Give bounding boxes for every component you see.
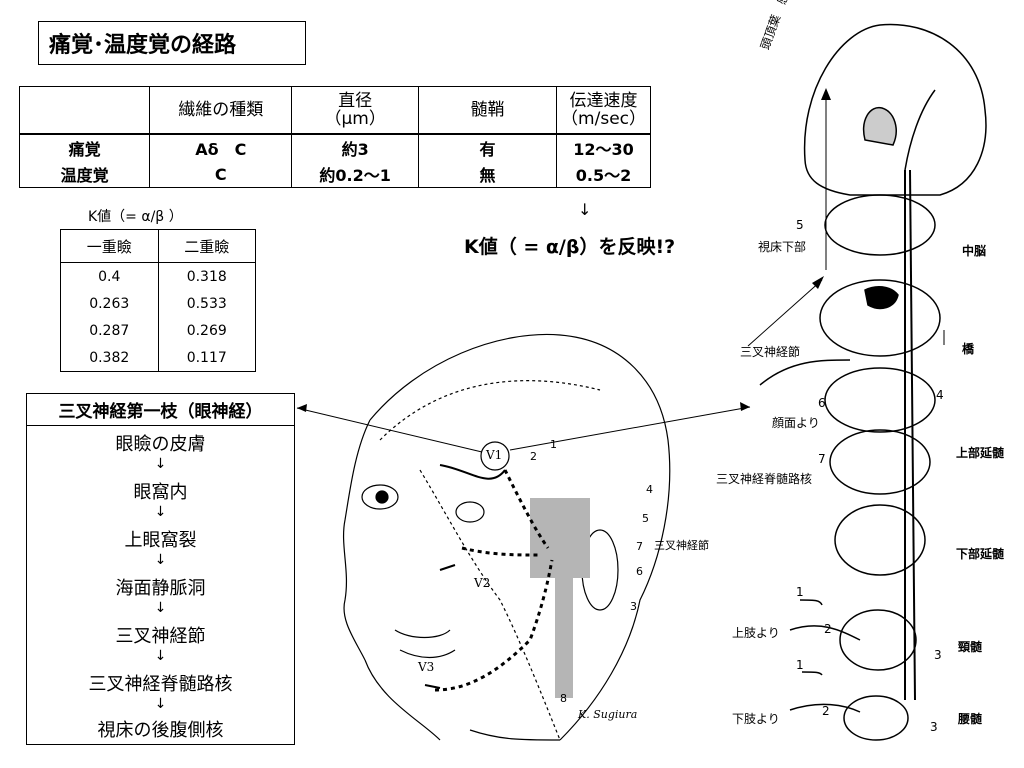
pathway-step: 三叉神経節 bbox=[115, 626, 206, 647]
cell: 0.382 bbox=[60, 344, 159, 372]
row-myelin: 無 bbox=[417, 161, 558, 188]
down-arrow-icon: ↓ bbox=[154, 648, 167, 664]
k-value-note: K値（ = α/β）を反映!? bbox=[464, 236, 676, 258]
pons-label: 橋 bbox=[962, 342, 975, 356]
table-header-row: 一重瞼 二重瞼 bbox=[60, 229, 256, 263]
v2-label: V2 bbox=[474, 576, 491, 590]
row-diameter: 約3 bbox=[291, 133, 419, 161]
cell: 0.117 bbox=[157, 344, 256, 372]
face-from-label: 顔面より bbox=[772, 416, 820, 430]
cell: 0.4 bbox=[60, 262, 159, 290]
header-diameter: 直径（μm） bbox=[291, 86, 419, 135]
midbrain-label: 中脳 bbox=[962, 244, 987, 258]
down-arrow-icon: ↓ bbox=[154, 552, 167, 568]
page-title: 痛覚･温度覚の経路 bbox=[38, 21, 306, 65]
row-speed: 12～30 bbox=[556, 133, 651, 161]
number-label: 7 bbox=[818, 452, 826, 466]
fiber-table: 繊維の種類 直径（μm） 髄鞘 伝達速度（m/sec） 痛覚 Aδ C 約3 有… bbox=[18, 86, 651, 188]
down-arrow-icon: ↓ bbox=[578, 200, 592, 219]
cell: 0.263 bbox=[60, 290, 159, 317]
number-label: 6 bbox=[818, 396, 826, 410]
v1-label: V1 bbox=[486, 448, 503, 462]
signature: K. Sugiura bbox=[578, 708, 638, 721]
lumbar-label: 腰髄 bbox=[958, 712, 983, 726]
number-label: 2 bbox=[822, 704, 830, 718]
header-single-eyelid: 一重瞼 bbox=[60, 229, 159, 263]
header-double-eyelid: 二重瞼 bbox=[157, 229, 256, 263]
number-label: 5 bbox=[796, 218, 804, 232]
number-label: 3 bbox=[934, 648, 942, 662]
pathway-step: 眼窩内 bbox=[133, 482, 188, 503]
number-label: 8 bbox=[560, 692, 567, 705]
pathway-step: 上眼窩裂 bbox=[124, 530, 197, 551]
v3-label: V3 bbox=[418, 660, 435, 674]
pathway-box: 三叉神経第一枝（眼神経） 眼瞼の皮膚 ↓ 眼窩内 ↓ 上眼窩裂 ↓ 海面静脈洞 … bbox=[26, 393, 295, 745]
ganglion-label: 三叉神経節 bbox=[654, 539, 709, 552]
row-fiber: Aδ C bbox=[149, 133, 293, 161]
cell: 0.533 bbox=[157, 290, 256, 317]
number-label: 2 bbox=[530, 450, 537, 463]
upper-limb-label: 上肢より bbox=[732, 626, 780, 640]
upper-medulla-label: 上部延髄 bbox=[956, 446, 1005, 460]
row-fiber: C bbox=[149, 161, 293, 188]
number-label: 4 bbox=[936, 388, 944, 402]
cervical-label: 頸髄 bbox=[958, 640, 983, 654]
cell: 0.287 bbox=[60, 317, 159, 344]
number-label: 4 bbox=[646, 483, 653, 496]
row-name: 痛覚 bbox=[18, 133, 151, 161]
header-fiber-type: 繊維の種類 bbox=[149, 86, 293, 135]
cell: 0.269 bbox=[157, 317, 256, 344]
pathway-step: 海面静脈洞 bbox=[115, 578, 206, 599]
down-arrow-icon: ↓ bbox=[154, 600, 167, 616]
lower-limb-label: 下肢より bbox=[732, 712, 780, 726]
number-label: 1 bbox=[796, 658, 804, 672]
number-label: 1 bbox=[550, 438, 557, 451]
nucleus-label: 三叉神経脊髄路核 bbox=[716, 472, 813, 486]
pathway-step: 三叉神経脊髄路核 bbox=[88, 674, 233, 695]
number-label: 3 bbox=[630, 600, 637, 613]
pathway-step: 眼瞼の皮膚 bbox=[115, 434, 206, 455]
header-myelin: 髄鞘 bbox=[417, 86, 558, 135]
k-value-caption: K値（= α/β ） bbox=[88, 209, 183, 225]
down-arrow-icon: ↓ bbox=[154, 456, 167, 472]
number-label: 5 bbox=[642, 512, 649, 525]
header-speed: 伝達速度（m/sec） bbox=[556, 86, 651, 135]
row-myelin: 有 bbox=[417, 133, 558, 161]
number-label: 2 bbox=[824, 622, 832, 636]
row-speed: 0.5～2 bbox=[556, 161, 651, 188]
pathway-title: 三叉神経第一枝（眼神経） bbox=[27, 394, 294, 426]
down-arrow-icon: ↓ bbox=[154, 696, 167, 712]
down-arrow-icon: ↓ bbox=[154, 504, 167, 520]
lower-medulla-label: 下部延髄 bbox=[956, 547, 1005, 561]
table-row: 温度覚 C 約0.2～1 無 0.5～2 bbox=[18, 161, 651, 188]
table-row: 痛覚 Aδ C 約3 有 12～30 bbox=[18, 133, 651, 161]
thalamus-label: 視床下部 bbox=[758, 240, 807, 254]
number-label: 7 bbox=[636, 540, 643, 553]
row-name: 温度覚 bbox=[18, 161, 151, 188]
number-label: 3 bbox=[930, 720, 938, 734]
number-label: 6 bbox=[636, 565, 643, 578]
table-header-row: 繊維の種類 直径（μm） 髄鞘 伝達速度（m/sec） bbox=[18, 86, 651, 135]
pathway-step: 視床の後腹側核 bbox=[97, 720, 224, 741]
cell: 0.318 bbox=[157, 262, 256, 290]
ganglion-label: 三叉神経節 bbox=[740, 345, 801, 359]
number-label: 1 bbox=[796, 585, 804, 599]
